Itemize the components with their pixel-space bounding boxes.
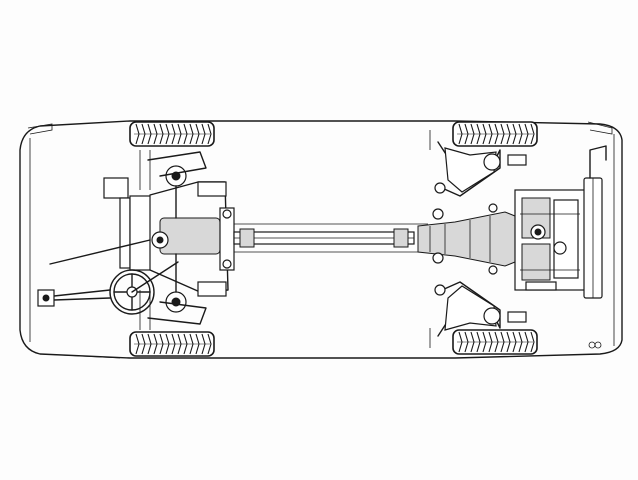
wheels-group <box>129 121 538 357</box>
front-axle-assembly <box>103 150 235 330</box>
exhaust-muffler <box>583 145 607 299</box>
car-body-outline <box>19 120 623 359</box>
engine-block <box>514 189 586 291</box>
rear-suspension <box>429 130 527 348</box>
front-left-wheel <box>129 121 215 147</box>
rear-right-wheel <box>452 329 538 355</box>
front-right-wheel <box>129 331 215 357</box>
gearbox <box>417 203 516 275</box>
steering-wheel <box>37 239 179 315</box>
rear-left-wheel <box>452 121 538 147</box>
propeller-shaft <box>233 223 428 253</box>
